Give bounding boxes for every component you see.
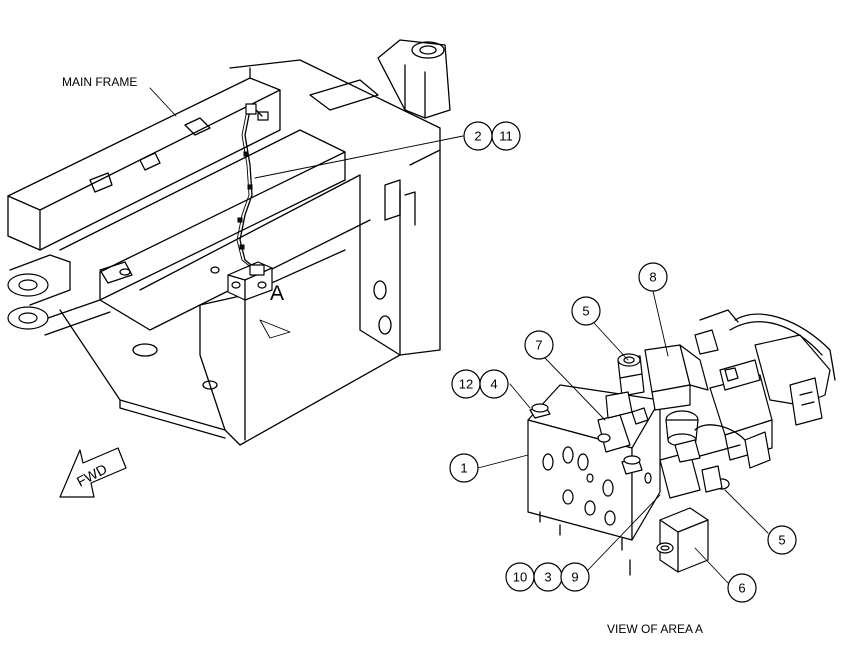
callout-3-label: 3 <box>544 570 551 585</box>
valve-fittings <box>597 309 836 573</box>
view-caption: VIEW OF AREA A <box>607 622 703 636</box>
callout-11-label: 11 <box>499 129 513 144</box>
fwd-arrow: FWD <box>59 447 127 498</box>
area-a-marker: A <box>270 282 284 305</box>
callout-8: 8 <box>638 262 668 292</box>
callout-12: 12 <box>451 369 481 399</box>
callout-5-lower-label: 5 <box>778 533 785 548</box>
callout-1-label: 1 <box>460 461 467 476</box>
callout-5-upper: 5 <box>571 296 601 326</box>
callout-5-lower: 5 <box>767 525 797 555</box>
callout-10: 10 <box>505 562 535 592</box>
callout-8-label: 8 <box>649 270 656 285</box>
callout-4-label: 4 <box>490 377 497 392</box>
callout-3: 3 <box>533 562 563 592</box>
view-a-leaders <box>477 290 769 584</box>
callout-4: 4 <box>479 369 509 399</box>
callout-12-label: 12 <box>459 377 473 392</box>
callout-10-label: 10 <box>513 570 527 585</box>
callout-1: 1 <box>449 453 479 483</box>
callout-2-label: 2 <box>474 129 481 144</box>
callout-2: 2 <box>463 121 493 151</box>
area-a-component <box>227 261 273 301</box>
callout-7: 7 <box>524 330 554 360</box>
manifold-block <box>527 384 661 576</box>
callout-9-label: 9 <box>571 570 578 585</box>
leader-2-11 <box>254 135 464 179</box>
callout-6-label: 6 <box>738 581 745 596</box>
callout-9: 9 <box>560 562 590 592</box>
callout-6: 6 <box>727 573 757 603</box>
main-frame-leader <box>149 87 177 117</box>
wiring-harness <box>236 103 269 269</box>
main-frame-drawing <box>7 39 451 446</box>
callout-5-upper-label: 5 <box>582 304 589 319</box>
main-frame-label: MAIN FRAME <box>62 75 137 89</box>
callout-7-label: 7 <box>535 338 542 353</box>
callout-11: 11 <box>491 121 521 151</box>
